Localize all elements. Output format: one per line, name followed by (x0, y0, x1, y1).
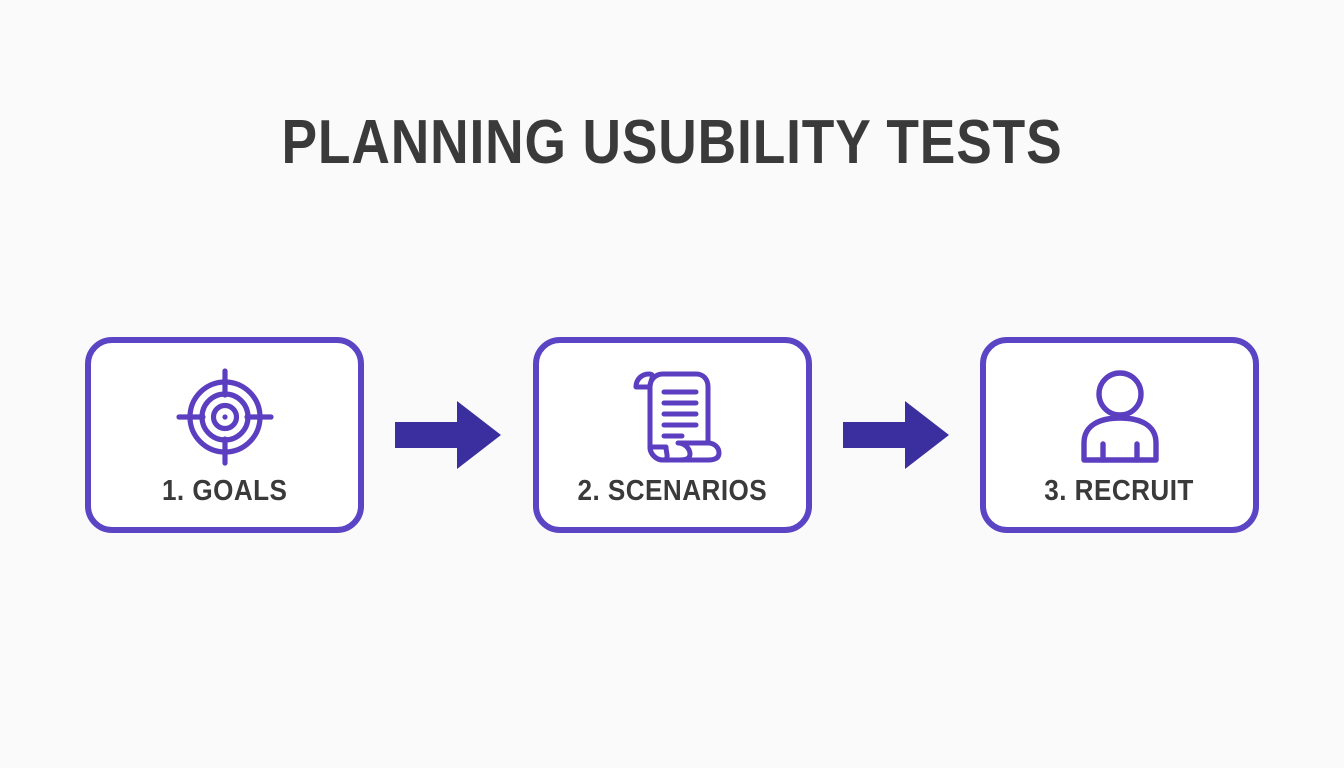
crosshair-target-icon (173, 365, 277, 469)
person-user-icon (1068, 365, 1172, 469)
page-title: PLANNING USUBILITY TESTS (281, 108, 1063, 177)
arrow-right-icon (392, 398, 504, 472)
step-label-scenarios: 2. SCENARIOS (577, 475, 767, 507)
step-label-recruit: 3. RECRUIT (1044, 475, 1195, 507)
scroll-document-icon (620, 365, 724, 469)
step-card-goals[interactable]: 1. GOALS (85, 337, 364, 533)
arrow-right-icon (840, 398, 952, 472)
step-label-goals: 1. GOALS (161, 475, 288, 507)
step-card-scenarios[interactable]: 2. SCENARIOS (532, 337, 812, 533)
process-flow: 1. GOALS (85, 337, 1259, 533)
step-card-recruit[interactable]: 3. RECRUIT (980, 337, 1259, 533)
